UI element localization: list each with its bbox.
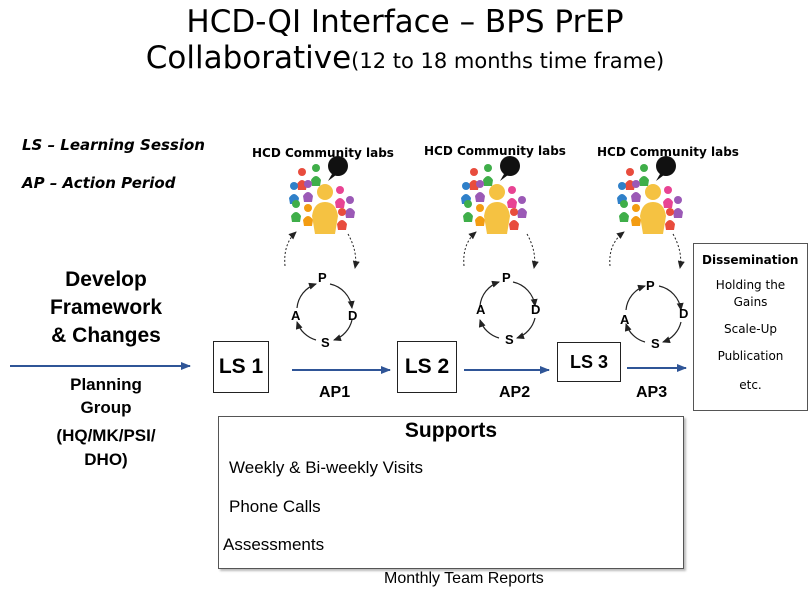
page-title: HCD-QI Interface – BPS PrEP [186,4,624,40]
community-labs-title-1: HCD Community labs [252,146,394,160]
pdca-do-label: D [679,306,688,321]
dissemination-box: Dissemination Holding the Gains Scale-Up… [693,243,808,411]
pdca-study-label: S [651,336,660,351]
title-collaborative: Collaborative [145,40,352,76]
community-labs-title-2: HCD Community labs [424,144,566,158]
page-subtitle: Collaborative(12 to 18 months time frame… [0,40,810,76]
supports-box: Supports Weekly & Bi-weekly Visits Phone… [218,416,684,569]
learning-session-2-box: LS 2 [397,341,457,393]
develop-label: Develop [65,268,147,291]
learning-session-1-box: LS 1 [213,341,269,393]
community-people-icon [461,156,527,234]
dissemination-item: Holding the [715,278,786,292]
community-labs-title-3: HCD Community labs [597,145,739,159]
pdca-act-label: A [476,302,486,317]
pdca-study-label: S [505,332,514,347]
planning-group-label: DHO) [84,450,128,469]
pdca-cycle [478,280,538,339]
pdca-plan-label: P [502,270,511,285]
pdca-do-label: D [348,308,357,323]
action-period-2-label: AP2 [499,384,531,401]
dissemination-item: Publication [717,349,784,363]
pdca-act-label: A [291,308,301,323]
pdca-do-label: D [531,302,540,317]
pdca-cycle [624,284,684,343]
pdca-cycle [295,282,355,341]
legend-action-period: AP – Action Period [22,174,176,192]
dissemination-title: Dissemination [702,253,799,267]
supports-item: Phone Calls [229,497,321,516]
planning-group-label: Group [80,398,132,417]
dissemination-item: Scale-Up [723,322,777,336]
action-period-3-label: AP3 [636,384,668,401]
community-people-icon [289,156,355,234]
planning-group-label: Planning [70,375,142,394]
pdca-act-label: A [620,312,630,327]
supports-item: Weekly & Bi-weekly Visits [229,458,423,477]
legend-learning-session: LS – Learning Session [22,136,205,154]
learning-session-3-box: LS 3 [557,342,621,382]
title-timeframe: (12 to 18 months time frame) [351,49,665,73]
dissemination-item: Gains [733,295,768,309]
dissemination-item: etc. [739,378,762,392]
pdca-study-label: S [321,335,330,350]
develop-label: & Changes [51,324,161,347]
develop-label: Framework [49,296,163,319]
planning-group-label: (HQ/MK/PSI/ [56,426,156,445]
community-people-icon [617,156,683,234]
pdca-plan-label: P [318,270,327,285]
pdca-plan-label: P [646,278,655,293]
action-period-1-label: AP1 [319,384,351,401]
supports-item: Assessments [223,535,325,554]
monthly-team-reports: Monthly Team Reports [384,570,544,587]
supports-title: Supports [404,419,498,442]
